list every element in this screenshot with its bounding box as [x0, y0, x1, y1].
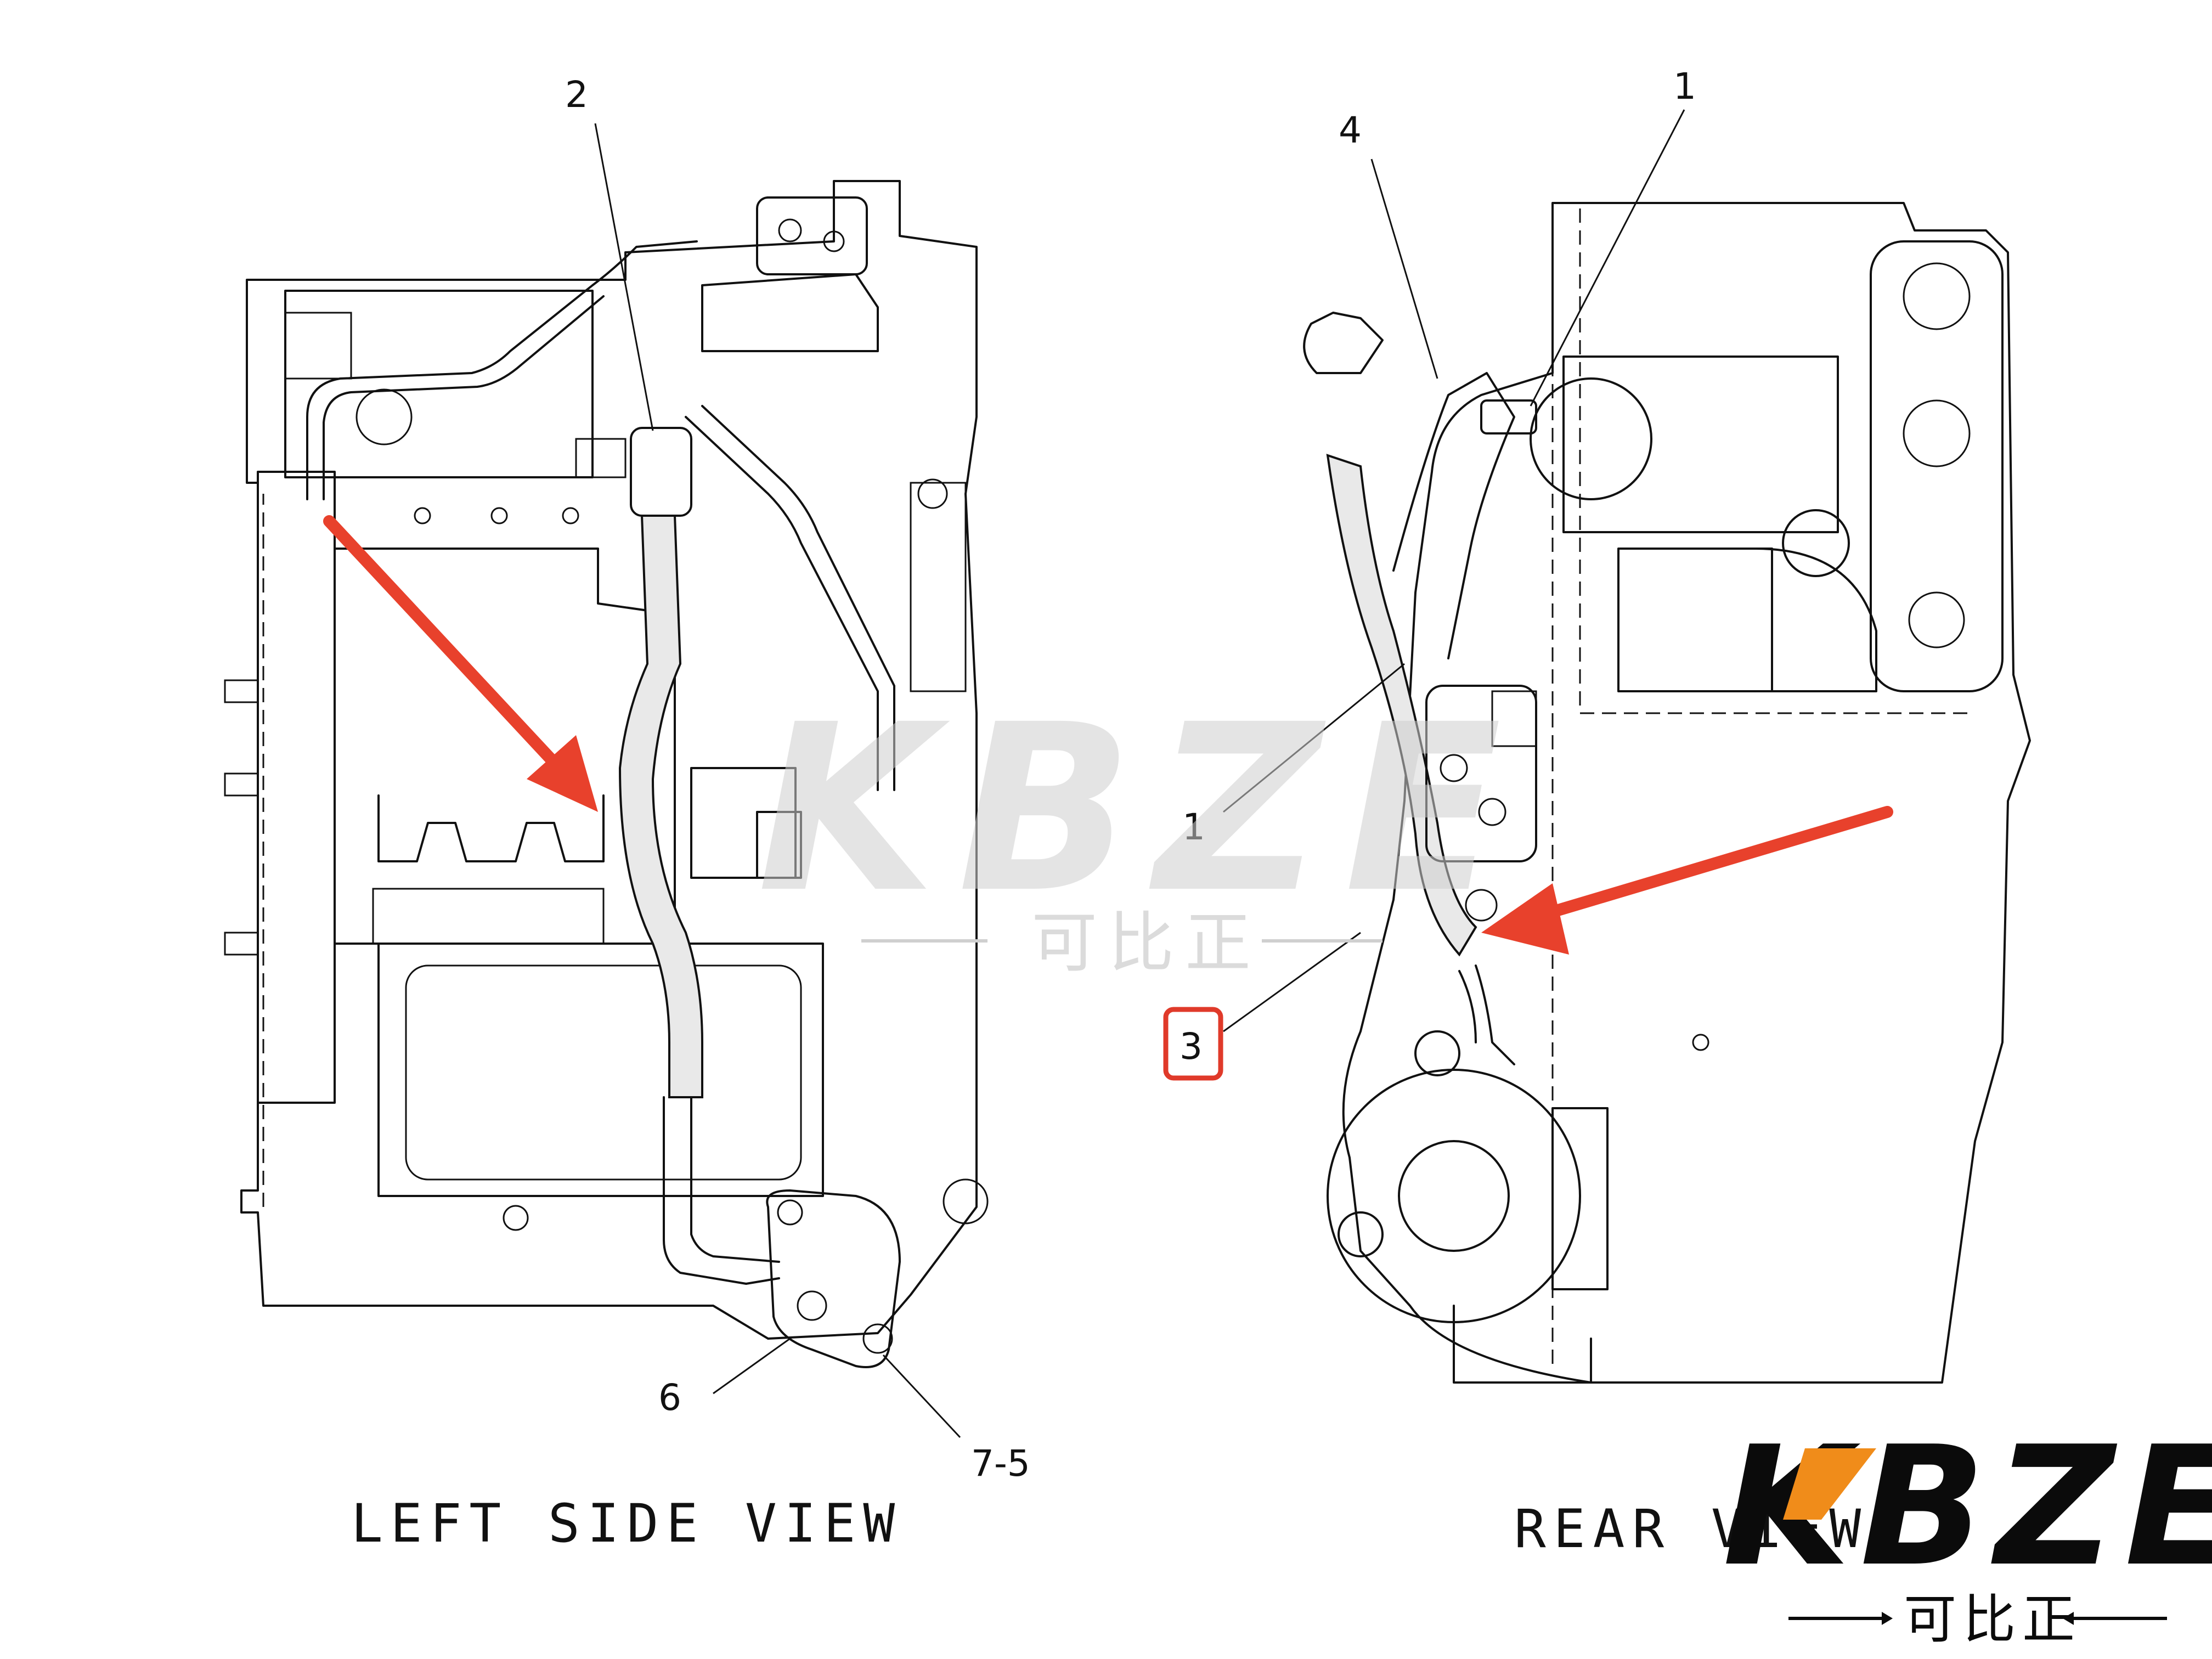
watermark-chinese: 可比正: [1031, 905, 1262, 981]
left-side-view-drawing: [224, 180, 989, 1368]
logo-chinese: 可比正: [1904, 1589, 2081, 1650]
callout-6-left: 6: [658, 1376, 681, 1419]
callout-leaders: [594, 109, 1685, 1438]
callout-1-rear-mid: 1: [1182, 806, 1205, 848]
red-arrow-left: [323, 515, 598, 812]
callout-3-rear: 3: [1180, 1025, 1203, 1068]
kbze-logo: KBZE 可比正: [1723, 1411, 2212, 1650]
callout-4-rear: 4: [1339, 109, 1362, 151]
callout-7-5-left: 7-5: [971, 1442, 1030, 1485]
logo-accent-mark: [1783, 1448, 1876, 1520]
left-side-view-title: LEFT SIDE VIEW: [351, 1493, 902, 1554]
center-watermark: KBZE 可比正: [757, 675, 1523, 981]
callout-3-highlight-box: [1163, 1007, 1223, 1081]
callout-2-left: 2: [565, 74, 588, 116]
watermark-latin: KBZE: [757, 675, 1523, 944]
rear-view-drawing: [1303, 202, 2031, 1384]
callout-1-rear-top: 1: [1673, 65, 1696, 108]
red-arrow-right: [1481, 806, 1893, 955]
